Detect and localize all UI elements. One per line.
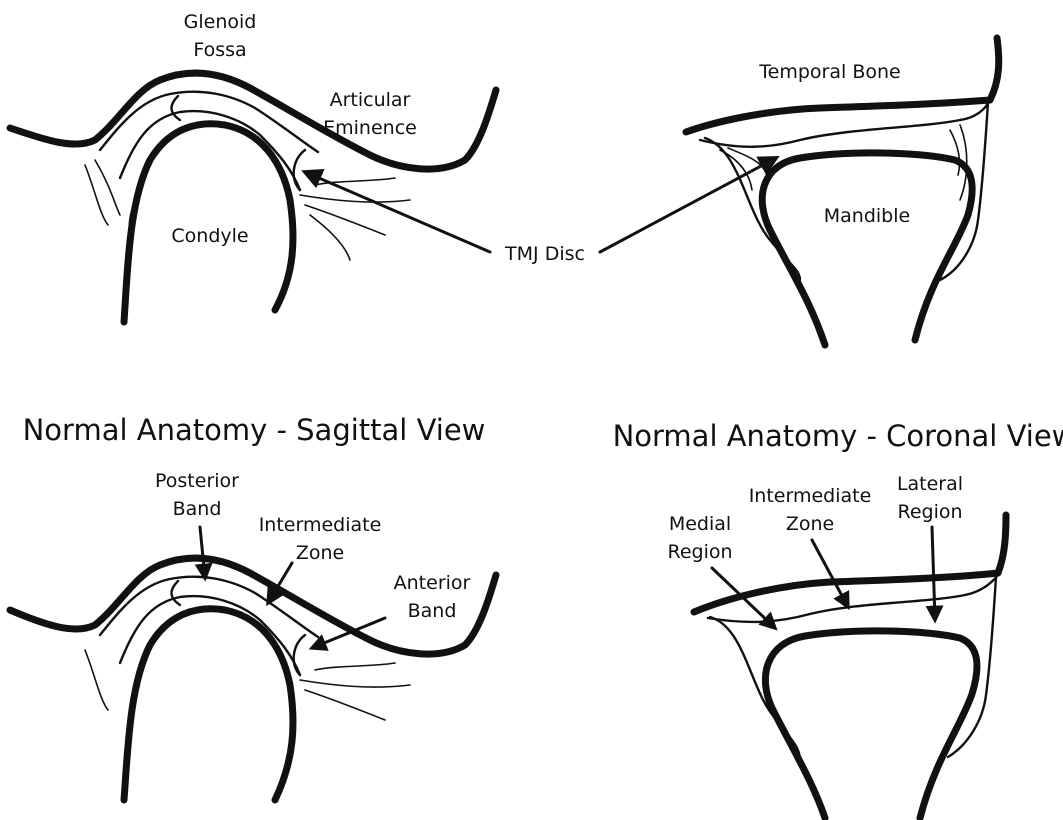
mandible-outline xyxy=(762,153,972,345)
coronal-strands xyxy=(720,125,967,200)
label-articular-line1: Articular xyxy=(330,89,411,111)
label-medial-line1: Medial xyxy=(669,513,731,535)
coronal-detail-panel xyxy=(694,515,1006,818)
temporal-bone-outline xyxy=(10,73,496,169)
temporal-bone-outline-coronal xyxy=(686,38,999,132)
label-medial-line2: Region xyxy=(667,541,732,563)
sagittal-detail-panel xyxy=(10,527,496,800)
label-intermediate-coronal-line1: Intermediate xyxy=(749,485,872,507)
label-mandible: Mandible xyxy=(824,205,910,227)
lateral-region-arrow xyxy=(932,527,935,620)
label-posterior-line1: Posterior xyxy=(155,470,239,492)
intermediate-zone-coronal-arrow xyxy=(812,540,848,607)
label-intermediate-coronal-line2: Zone xyxy=(786,513,834,535)
label-articular-line2: Eminence xyxy=(323,117,417,139)
condyle-outline xyxy=(124,124,293,322)
sagittal-anatomy-panel xyxy=(10,73,496,322)
label-intermediate-line1: Intermediate xyxy=(259,514,382,536)
title-coronal: Normal Anatomy - Coronal View xyxy=(613,419,1063,453)
title-sagittal: Normal Anatomy - Sagittal View xyxy=(23,413,486,447)
label-condyle: Condyle xyxy=(171,225,248,247)
label-glenoid-line2: Fossa xyxy=(193,39,246,61)
label-tmj-disc: TMJ Disc xyxy=(504,243,585,265)
label-anterior-line2: Band xyxy=(408,600,457,622)
tmj-disc-pointers xyxy=(305,158,776,252)
label-posterior-line2: Band xyxy=(173,498,222,520)
label-glenoid-line1: Glenoid xyxy=(184,11,257,33)
anterior-band-line xyxy=(294,150,305,190)
condyle-outline-detail xyxy=(124,609,293,800)
mandible-outline-detail xyxy=(765,631,977,818)
label-lateral-line2: Region xyxy=(897,501,962,523)
label-anterior-line1: Anterior xyxy=(394,572,471,594)
posterior-band-detail xyxy=(172,581,181,605)
label-lateral-line1: Lateral xyxy=(897,473,963,495)
posterior-band-arrow xyxy=(200,527,205,578)
anterior-band-detail xyxy=(294,635,305,675)
label-intermediate-line2: Zone xyxy=(296,542,344,564)
label-temporal-bone: Temporal Bone xyxy=(758,61,900,83)
coronal-anatomy-panel xyxy=(686,38,999,345)
posterior-band-line xyxy=(172,96,181,120)
tmj-disc-arrow-sagittal xyxy=(305,172,490,252)
